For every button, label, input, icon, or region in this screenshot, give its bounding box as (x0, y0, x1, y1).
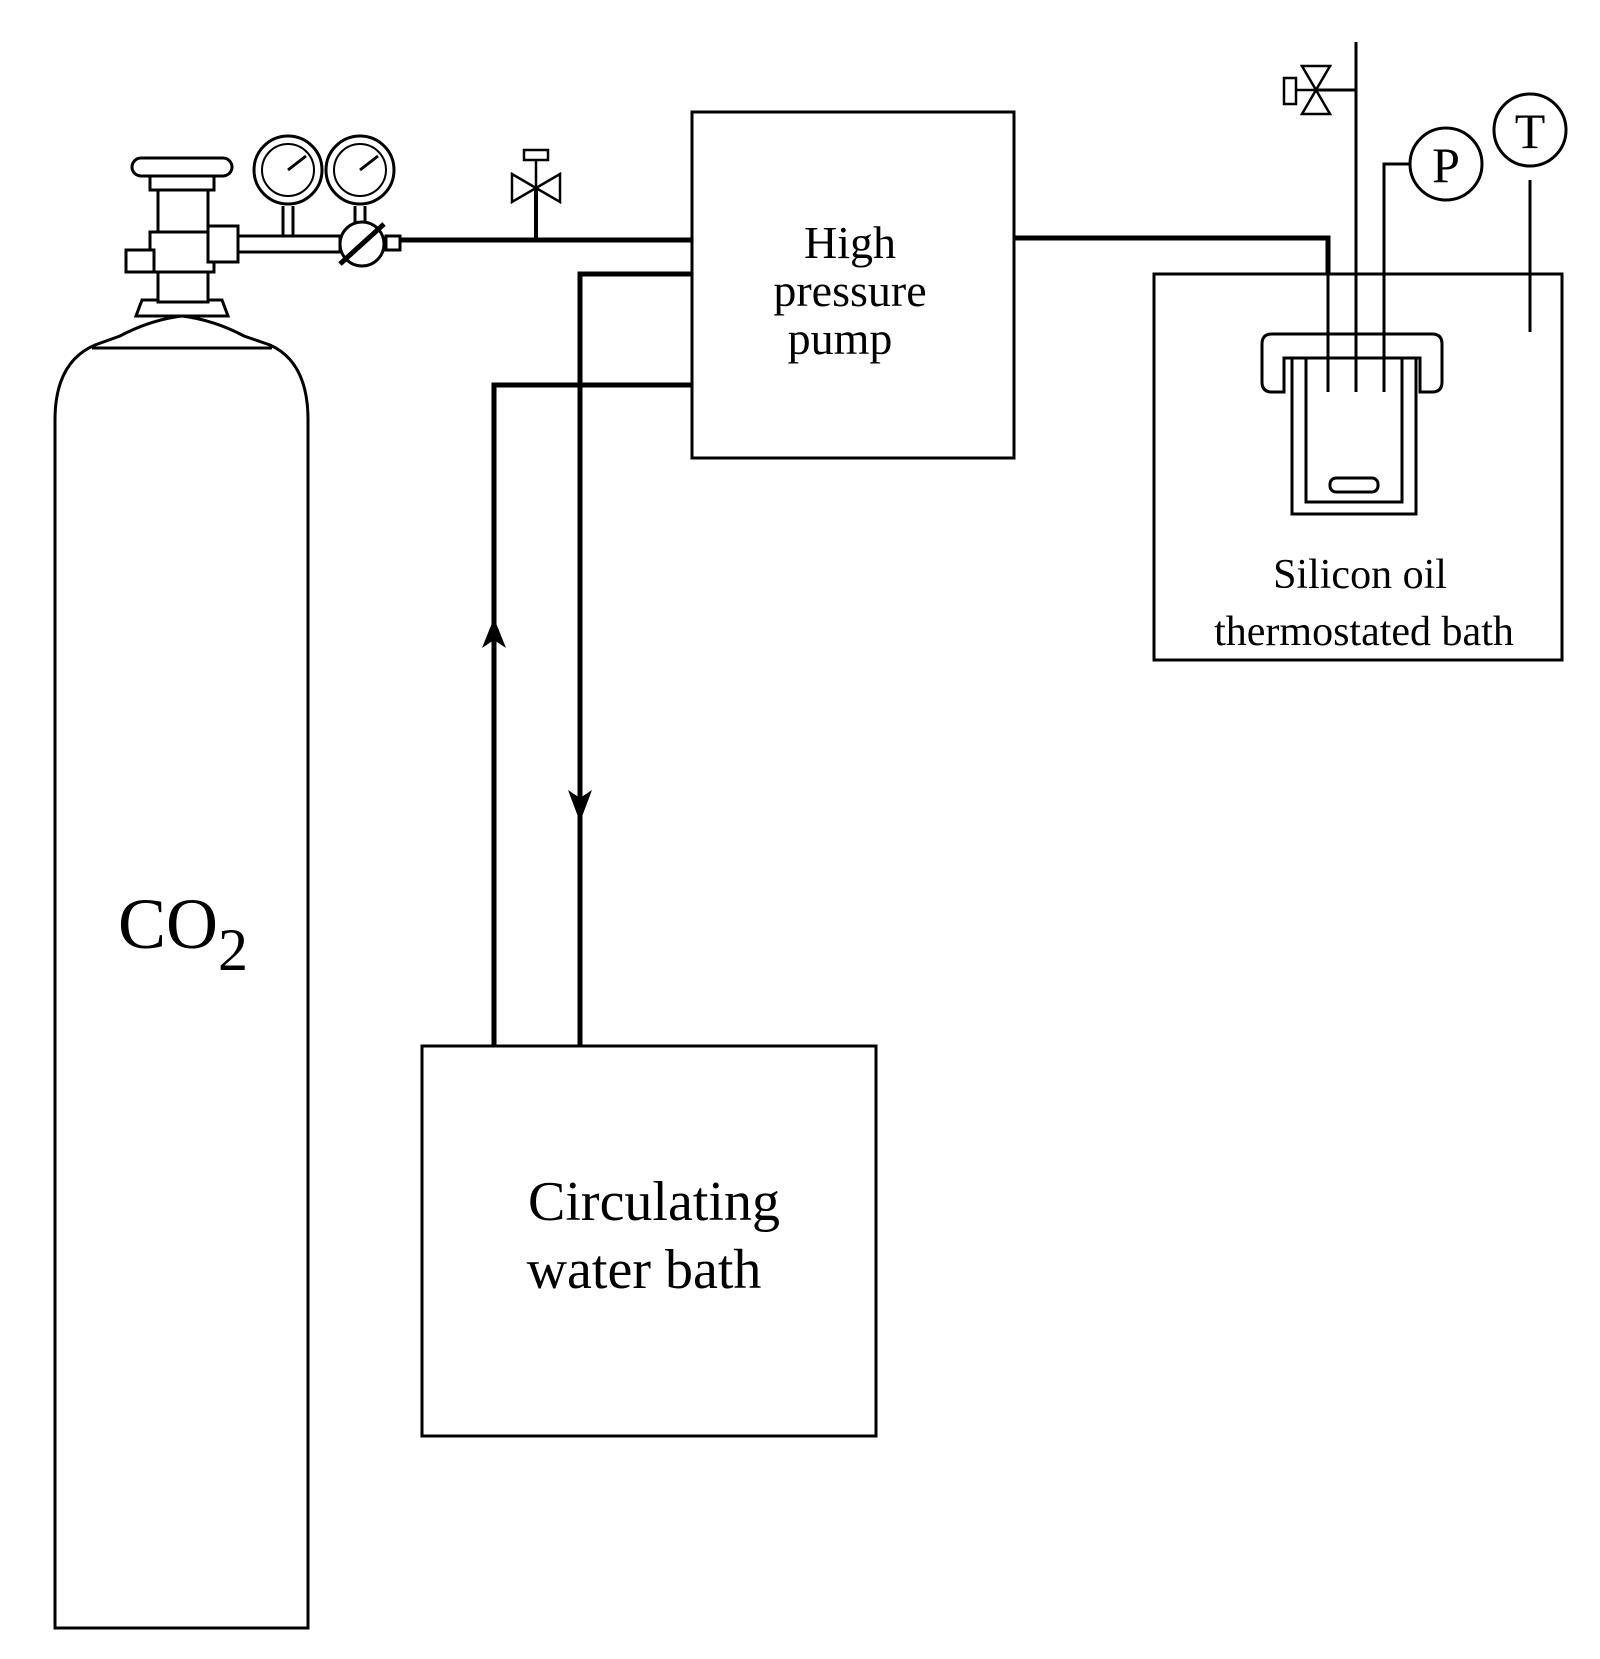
pressure-indicator: P (1408, 126, 1484, 202)
high-pressure-pump: High pressure pump (690, 110, 1016, 460)
reactor-tubes (1326, 42, 1532, 392)
water-return-line (577, 271, 692, 1046)
oil-bath-label-line2: thermostated bath (1214, 609, 1514, 655)
temperature-indicator-label: T (1515, 103, 1546, 159)
temperature-indicator: T (1492, 92, 1568, 168)
cylinder-label-formula: CO (118, 884, 218, 964)
water-supply-line (491, 382, 692, 1046)
arrow-icon (482, 618, 506, 648)
pressure-gauge-icon (324, 134, 396, 206)
pressure-gauge-icon (252, 134, 324, 206)
co2-cylinder (53, 298, 310, 1630)
water-bath-label-line2: water bath (527, 1239, 762, 1301)
reactor-vessel (1260, 332, 1444, 516)
needle-valve-icon (1282, 64, 1356, 116)
circulating-water-bath: Circulating water bath (420, 1044, 878, 1438)
shutoff-valve-icon (338, 220, 402, 268)
water-bath-label-line1: Circulating (528, 1171, 780, 1233)
needle-valve-icon (510, 148, 562, 240)
pump-label-line1: High (804, 217, 896, 268)
pump-label-line2: pressure (773, 265, 926, 316)
pump-label-line3: pump (788, 313, 893, 364)
oil-bath-label-line1: Silicon oil (1273, 552, 1447, 598)
cylinder-label: CO2 (118, 884, 248, 983)
pressure-indicator-label: P (1432, 137, 1460, 193)
cylinder-valve (124, 156, 240, 304)
cylinder-label-subscript: 2 (218, 917, 248, 983)
arrow-icon (568, 790, 592, 822)
